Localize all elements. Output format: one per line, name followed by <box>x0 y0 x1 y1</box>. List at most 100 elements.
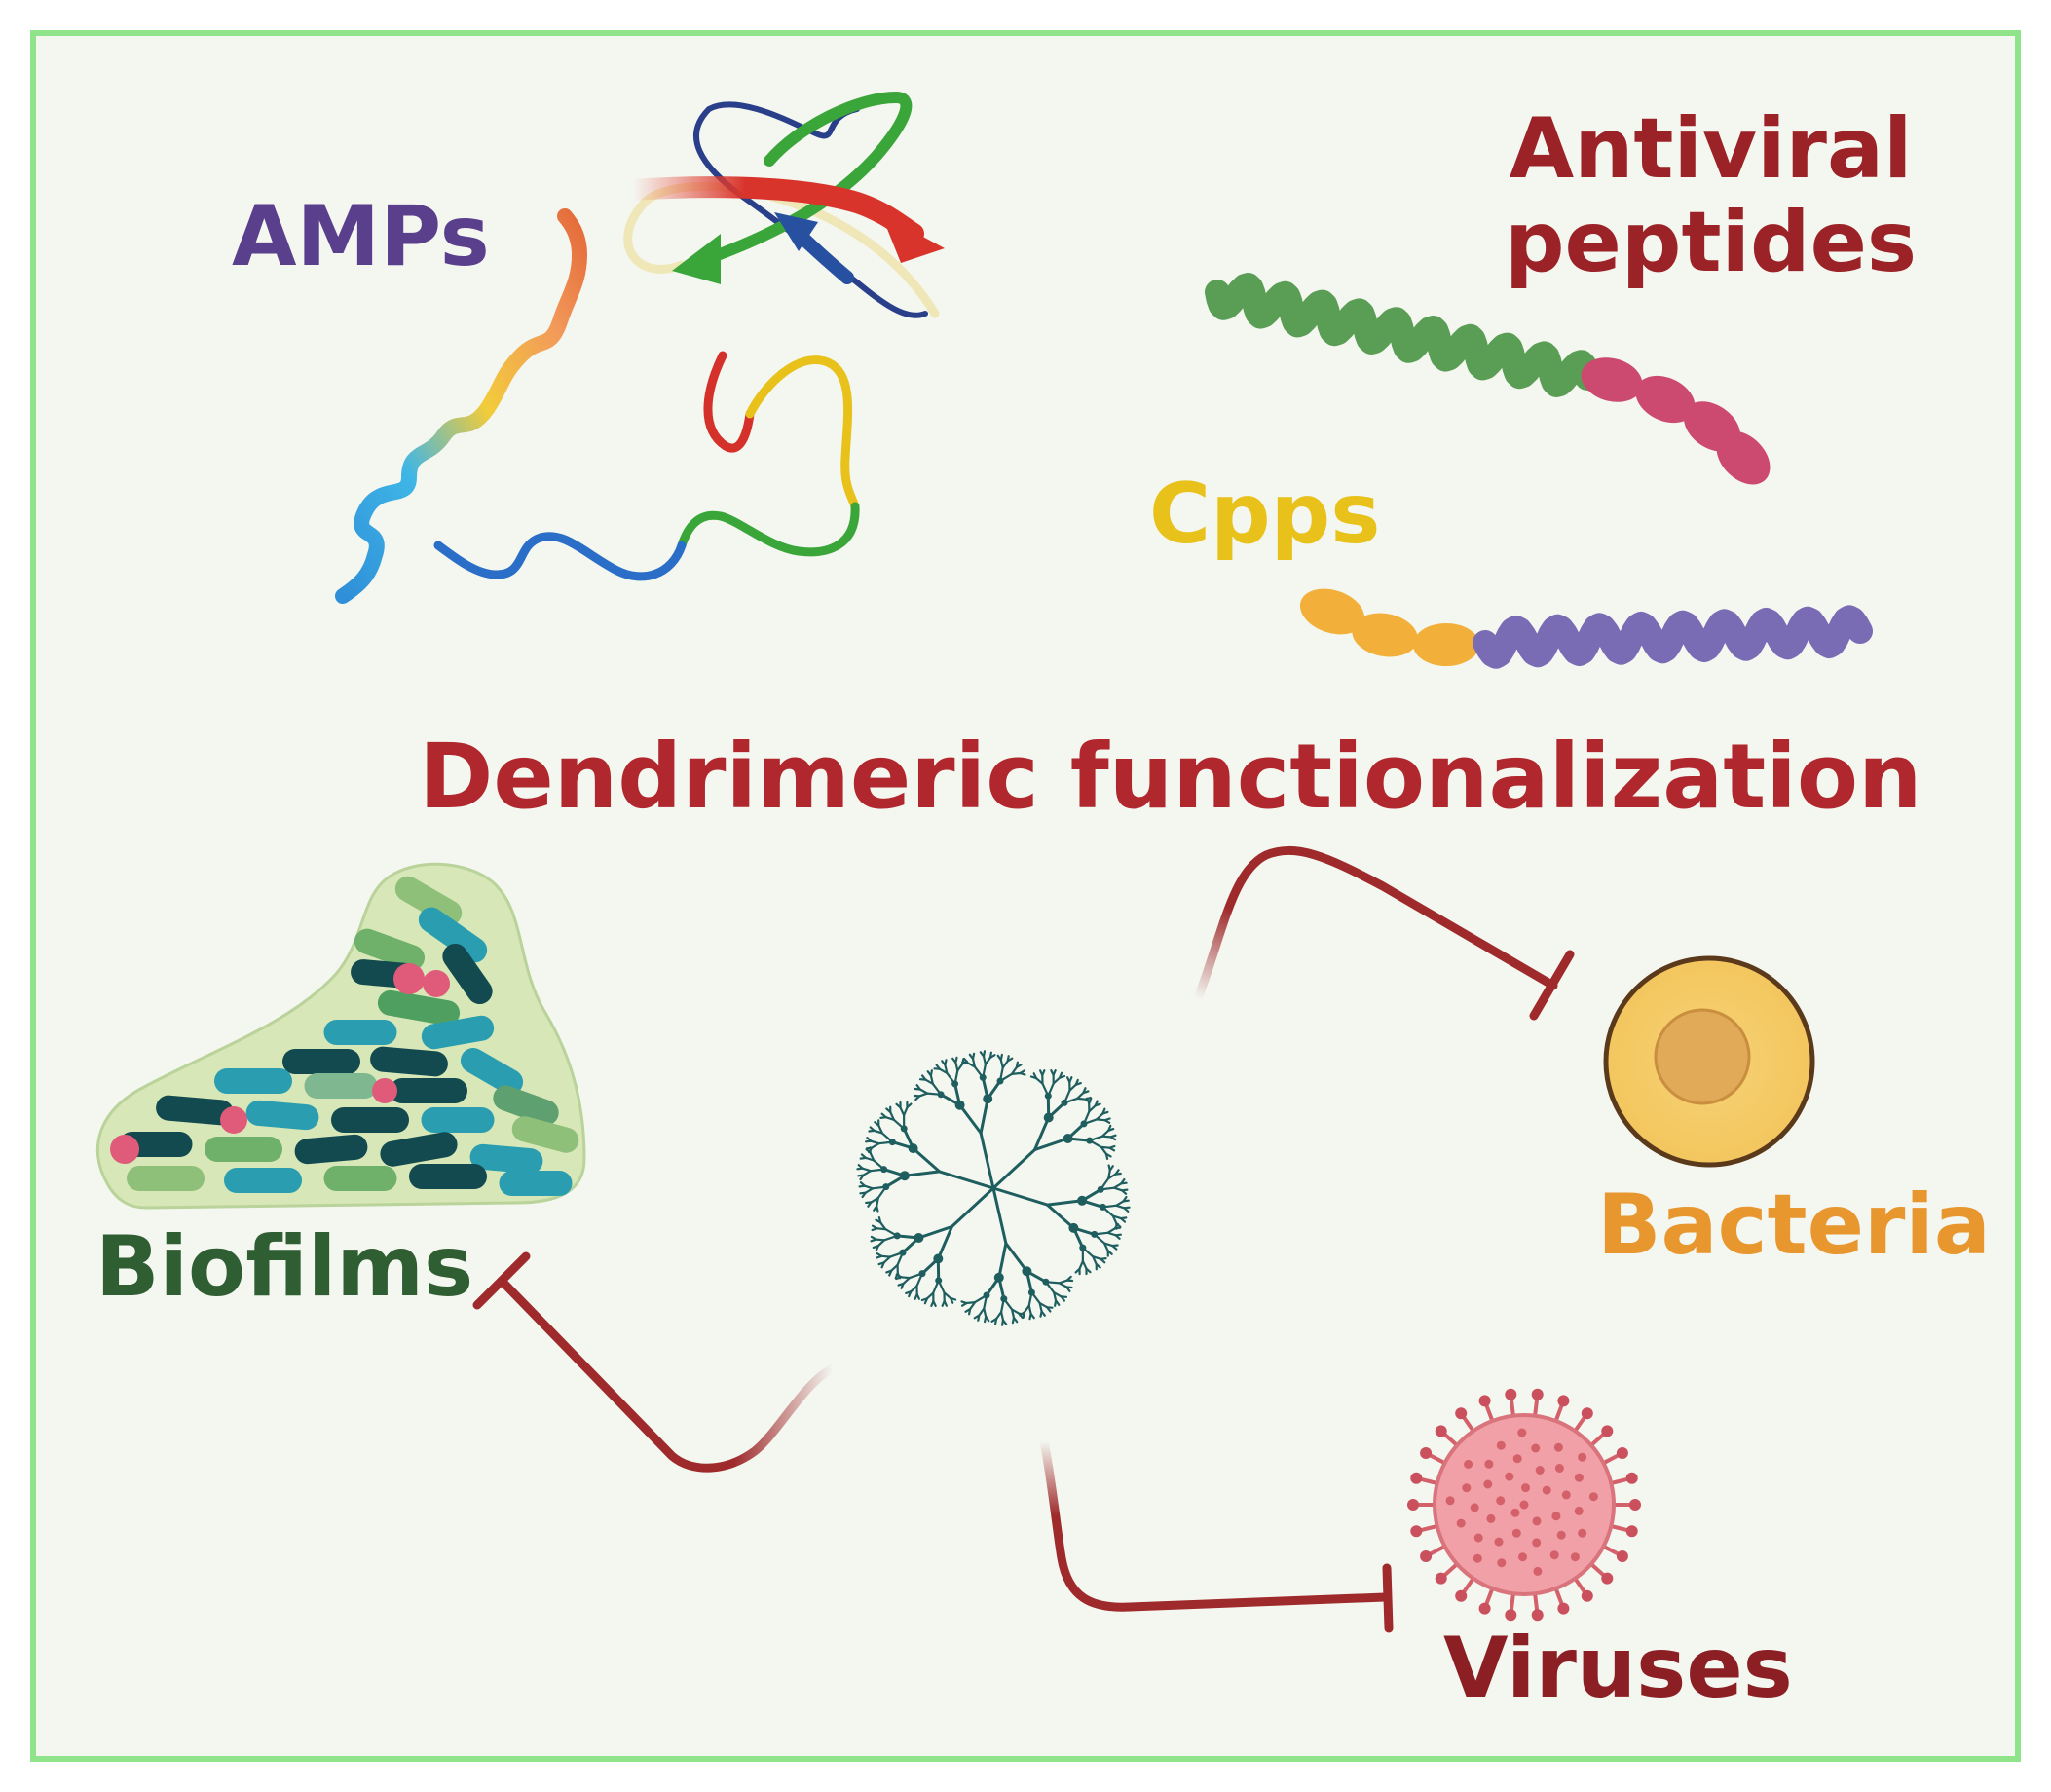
virus-surface-protein <box>1464 1459 1473 1469</box>
dendrimer-branch <box>1071 1226 1097 1236</box>
dendrimer-branch <box>869 1151 876 1162</box>
dendrimer-branch <box>1114 1234 1121 1240</box>
dendrimer-branch <box>902 1127 915 1150</box>
virus-spike-tip <box>1478 1395 1491 1407</box>
virus-surface-protein <box>1574 1506 1584 1515</box>
dendrimer-branch <box>982 1050 987 1058</box>
dendrimer-branch <box>956 1063 964 1072</box>
biofilm-rod-cell <box>377 989 461 1027</box>
dendrimer-branch <box>951 1186 995 1228</box>
virus-surface-protein <box>1574 1473 1584 1482</box>
virus-spike-tip <box>1478 1602 1491 1615</box>
dendrimer-branch <box>920 1297 929 1302</box>
dendrimer-branch <box>991 1186 1049 1207</box>
dendrimer-branch <box>892 1118 906 1131</box>
dendrimer-branch <box>938 1170 995 1190</box>
virus-surface-protein <box>1505 1472 1514 1481</box>
virus-spike-tip <box>1407 1499 1419 1511</box>
dendrimer-branch <box>1100 1135 1112 1139</box>
dendrimer-branch <box>1039 1310 1043 1318</box>
antiviral-bead <box>1635 375 1696 424</box>
dendrimer-branch <box>861 1167 873 1173</box>
bacteria-label: Bacteria <box>1597 1176 1991 1274</box>
biofilm-icon <box>95 862 586 1210</box>
dendrimer-branch <box>1120 1181 1128 1185</box>
virus-surface-protein <box>1549 1550 1559 1560</box>
biofilm-cocci-cell <box>423 970 450 997</box>
dendrimer-branch <box>1100 1176 1110 1191</box>
virus-spike-tip <box>1505 1609 1517 1622</box>
virus-surface-protein <box>1494 1537 1504 1547</box>
dendrimer-branch <box>932 1279 940 1294</box>
dendrimer-branch <box>929 1074 934 1085</box>
dendrimer-branch <box>884 1174 907 1189</box>
dendrimer-branch <box>1114 1204 1126 1210</box>
virus-surface-protein <box>1556 1530 1566 1540</box>
cpp-peptide <box>1299 588 1873 669</box>
virus-surface-protein <box>1578 1528 1587 1538</box>
dendrimer-branch <box>1006 1057 1014 1063</box>
dendrimer-branch <box>869 1126 876 1133</box>
virus-surface-protein <box>1542 1485 1551 1495</box>
inhibit-line-bacteria <box>1193 845 1558 1003</box>
dendrimer-branch <box>973 1293 988 1304</box>
virus-spike-tip <box>1505 1388 1517 1400</box>
amps-label: AMPs <box>232 188 490 285</box>
inhibit-bar-viruses <box>1382 1563 1394 1633</box>
dendrimer-branch <box>939 1093 962 1107</box>
biofilm-rod-cell <box>156 1095 234 1126</box>
dendrimer-branch <box>925 1291 935 1300</box>
biofilm-rod-cell <box>511 1116 579 1153</box>
dendrimer-branch <box>1108 1165 1114 1172</box>
dendrimer-branch <box>1123 1207 1130 1213</box>
biofilm-rod-cell <box>354 928 426 971</box>
dendrimer-branch <box>988 1054 996 1060</box>
antiviral-beads <box>1581 357 1771 485</box>
virus-spike-tip <box>1557 1395 1570 1407</box>
biofilm-rod-cell <box>418 907 488 963</box>
dendrimer-branch <box>859 1191 867 1195</box>
dendrimer-branch <box>958 1103 983 1135</box>
antiviral-bead <box>1716 430 1771 485</box>
dendrimer-branch <box>1018 1312 1024 1320</box>
dendrimer-branch <box>984 1056 992 1066</box>
dendrimer-branch <box>1093 1231 1109 1236</box>
dendrimer-branch <box>888 1251 905 1258</box>
dendrimer-branch <box>920 1257 940 1276</box>
dendrimer-branch <box>908 1272 924 1280</box>
virus-surface-protein <box>1532 1538 1542 1548</box>
dendrimer-branch <box>1068 1076 1073 1084</box>
virus-spike-tip <box>1455 1589 1468 1602</box>
virus-surface-protein <box>1470 1503 1479 1512</box>
virus-surface-protein <box>1532 1516 1542 1526</box>
dendrimer-branch <box>963 1057 969 1064</box>
dendrimer-branch <box>1053 1291 1058 1302</box>
biofilm-rod-cell <box>421 1107 495 1133</box>
virus-surface-protein <box>1445 1496 1455 1506</box>
biofilm-rod-cell <box>460 1048 524 1095</box>
antiviral-bead <box>1581 357 1643 402</box>
dendrimer-branch <box>1074 1081 1082 1086</box>
biofilm-rod-cell <box>442 943 493 1005</box>
dendrimer-branch <box>1101 1204 1118 1209</box>
dendrimer-branch <box>960 1300 968 1305</box>
virus-surface-protein <box>1462 1483 1472 1493</box>
dendrimer-branch <box>997 1242 1008 1280</box>
antiviral-helix <box>1205 273 1600 397</box>
dendrimer-branch <box>1102 1242 1109 1252</box>
dendrimer-branch <box>937 1279 946 1294</box>
dendrimer-branch <box>1058 1074 1066 1079</box>
dendrimer-branch <box>877 1261 885 1266</box>
dendrimer-branch <box>920 1074 927 1081</box>
virus-surface-protein <box>1473 1553 1482 1563</box>
virus-surface-protein <box>1511 1528 1521 1538</box>
dendrimer-branch <box>983 1293 988 1310</box>
dendrimer-branch <box>1065 1286 1071 1292</box>
dendrimer-branch <box>882 1234 899 1242</box>
dendrimer-branch <box>1107 1173 1117 1180</box>
amp-green-arrowhead <box>672 234 721 284</box>
dendrimer-branch <box>1025 1269 1033 1294</box>
biofilm-cocci-cell <box>393 963 425 994</box>
bacterium-cell-icon <box>1603 955 1815 1168</box>
amp-structures <box>335 91 945 604</box>
